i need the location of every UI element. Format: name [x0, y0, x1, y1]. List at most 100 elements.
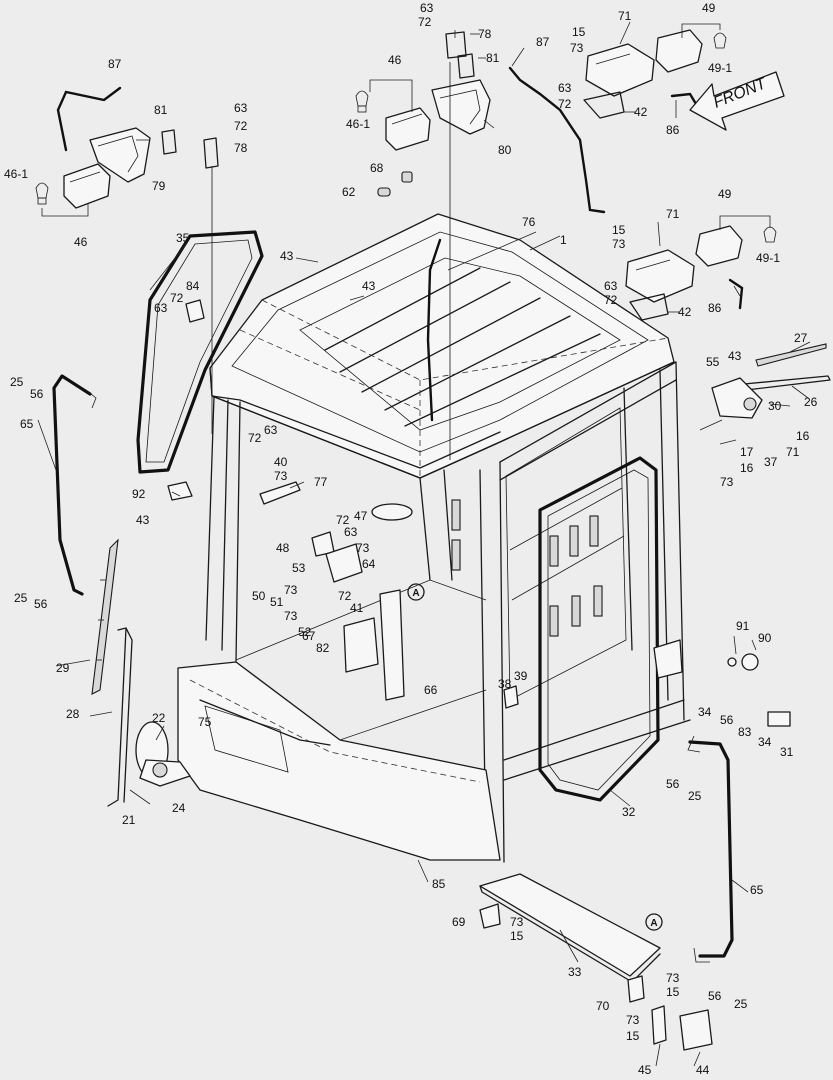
- callout-73: 73: [284, 609, 298, 623]
- callout-39: 39: [514, 669, 528, 683]
- callout-15: 15: [572, 25, 586, 39]
- callout-32: 32: [622, 805, 636, 819]
- reference-marker-a-center: A: [407, 583, 425, 601]
- callout-15: 15: [626, 1029, 640, 1043]
- callout-65: 65: [750, 883, 764, 897]
- callout-35: 35: [176, 231, 190, 245]
- callout-16: 16: [740, 461, 754, 475]
- bulb-46-1-top: [355, 90, 369, 113]
- callout-73: 73: [510, 915, 524, 929]
- lamp-housing-80: [431, 79, 491, 135]
- callout-71: 71: [786, 445, 800, 459]
- callout-15: 15: [510, 929, 524, 943]
- callout-16: 16: [796, 429, 810, 443]
- callout-40: 40: [274, 455, 288, 469]
- callout-25: 25: [14, 591, 28, 605]
- callout-31: 31: [780, 745, 794, 759]
- callout-63: 63: [604, 279, 618, 293]
- callout-21: 21: [122, 813, 136, 827]
- callout-85: 85: [432, 877, 446, 891]
- callout-73: 73: [284, 583, 298, 597]
- callout-24: 24: [172, 801, 186, 815]
- callout-73: 73: [356, 541, 370, 555]
- callout-44: 44: [696, 1063, 710, 1077]
- bracket-42-top: [583, 91, 625, 119]
- bracket-42-side: [629, 293, 669, 321]
- callout-77: 77: [314, 475, 328, 489]
- callout-56: 56: [30, 387, 44, 401]
- callout-1: 1: [560, 233, 567, 247]
- door-seal-32: [538, 456, 660, 802]
- callout-49: 49: [702, 1, 716, 15]
- callout-68: 68: [370, 161, 384, 175]
- callout-67: 67: [302, 629, 316, 643]
- reference-marker-a-step: A: [645, 913, 663, 931]
- bulb-49-1-side: [763, 226, 777, 243]
- callout-17: 17: [740, 445, 754, 459]
- callout-63: 63: [264, 423, 278, 437]
- svg-text:A: A: [412, 588, 419, 599]
- callout-73: 73: [626, 1013, 640, 1027]
- callout-73: 73: [612, 237, 626, 251]
- callout-56: 56: [720, 713, 734, 727]
- harness-86-top: [670, 92, 698, 106]
- beacon-lamp-71-side: [625, 249, 695, 303]
- callout-43: 43: [136, 513, 150, 527]
- callout-73: 73: [570, 41, 584, 55]
- wiper-front-29-28: [91, 538, 133, 807]
- callout-72: 72: [170, 291, 184, 305]
- wiper-motor-24: [135, 721, 191, 787]
- callout-48: 48: [276, 541, 290, 555]
- callout-62: 62: [342, 185, 356, 199]
- callout-55: 55: [706, 355, 720, 369]
- callout-29: 29: [56, 661, 70, 675]
- callout-49-1: 49-1: [708, 61, 732, 75]
- callout-64: 64: [362, 557, 376, 571]
- callout-34: 34: [698, 705, 712, 719]
- callout-81: 81: [154, 103, 168, 117]
- cab-frame: [177, 213, 691, 863]
- callout-73: 73: [720, 475, 734, 489]
- callout-33: 33: [568, 965, 582, 979]
- callout-46: 46: [388, 53, 402, 67]
- callout-49-1: 49-1: [756, 251, 780, 265]
- callout-38: 38: [498, 677, 512, 691]
- front-direction-arrow: FRONT: [689, 71, 785, 131]
- callout-63: 63: [234, 101, 248, 115]
- callout-71: 71: [618, 9, 632, 23]
- callout-22: 22: [152, 711, 166, 725]
- callout-25: 25: [688, 789, 702, 803]
- callout-49: 49: [718, 187, 732, 201]
- leader-lines: [37, 21, 811, 1067]
- callout-15: 15: [666, 985, 680, 999]
- callout-25: 25: [734, 997, 748, 1011]
- callout-72: 72: [604, 293, 618, 307]
- bracket-81-left: [161, 129, 177, 155]
- callout-73: 73: [666, 971, 680, 985]
- harness-86-side: [728, 278, 744, 310]
- callout-72: 72: [338, 589, 352, 603]
- callout-37: 37: [764, 455, 778, 469]
- bulb-46-1-left: [35, 182, 49, 205]
- callout-42: 42: [634, 105, 648, 119]
- wiper-rear-27-26-30: [711, 343, 831, 419]
- callout-25: 25: [10, 375, 24, 389]
- callout-50: 50: [252, 589, 266, 603]
- callout-56: 56: [666, 777, 680, 791]
- callout-41: 41: [350, 601, 364, 615]
- callout-56: 56: [34, 597, 48, 611]
- callout-65: 65: [20, 417, 34, 431]
- callout-51: 51: [270, 595, 284, 609]
- callout-71: 71: [666, 207, 680, 221]
- callout-86: 86: [666, 123, 680, 137]
- callout-72: 72: [418, 15, 432, 29]
- harness-76: [426, 238, 442, 422]
- callout-27: 27: [794, 331, 808, 345]
- callout-90: 90: [758, 631, 772, 645]
- callout-82: 82: [316, 641, 330, 655]
- callout-46: 46: [74, 235, 88, 249]
- callout-70: 70: [596, 999, 610, 1013]
- callout-45: 45: [638, 1063, 652, 1077]
- callout-43: 43: [280, 249, 294, 263]
